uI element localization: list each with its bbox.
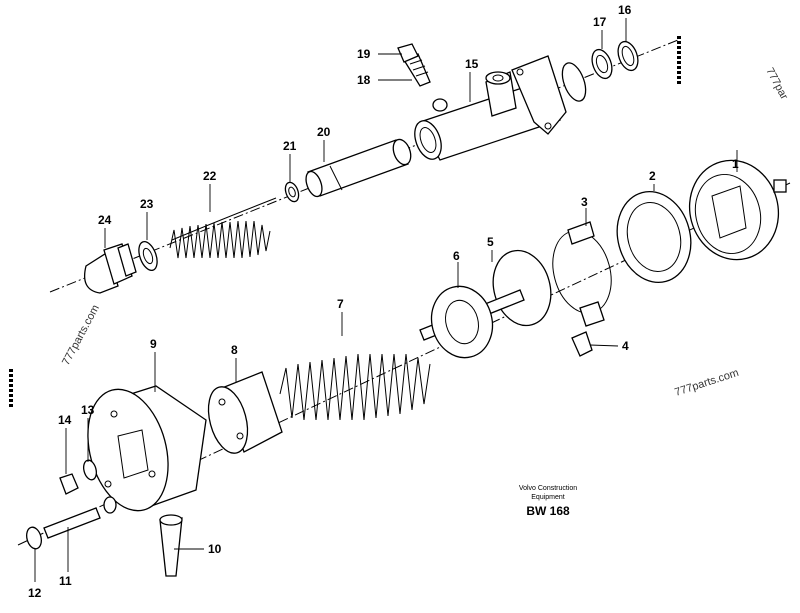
callout-6: 6 <box>453 249 460 263</box>
callout-14: 14 <box>58 413 72 427</box>
watermark-left: 777parts.com <box>60 303 102 367</box>
part-boot <box>159 514 183 577</box>
part-cone <box>207 371 283 454</box>
part-cover <box>616 190 692 284</box>
part-clip <box>571 331 593 357</box>
callout-13: 13 <box>81 403 95 417</box>
callout-18: 18 <box>357 73 371 87</box>
callout-23: 23 <box>140 197 154 211</box>
callout-2: 2 <box>649 169 656 183</box>
part-chamber <box>87 385 207 512</box>
callout-19: 19 <box>357 47 371 61</box>
callout-10: 10 <box>208 542 222 556</box>
callout-1: 1 <box>732 157 739 171</box>
callout-20: 20 <box>317 125 331 139</box>
part-pin <box>43 507 101 539</box>
part-spring-lower <box>279 353 431 421</box>
part-nut <box>59 473 79 495</box>
part-clamp <box>552 221 612 327</box>
callout-24: 24 <box>98 213 112 227</box>
callout-12: 12 <box>28 586 42 600</box>
callout-3: 3 <box>581 195 588 209</box>
part-housing <box>688 159 787 261</box>
callout-7: 7 <box>337 297 344 311</box>
part-clip-small <box>103 496 117 514</box>
callout-11: 11 <box>59 574 72 588</box>
part-cylinder-body <box>414 55 587 161</box>
part-ring <box>284 181 300 203</box>
callout-15: 15 <box>465 57 479 71</box>
part-washer-13 <box>83 459 97 481</box>
callout-5: 5 <box>487 235 494 249</box>
part-washer-upper <box>138 240 158 272</box>
callout-21: 21 <box>283 139 297 153</box>
callout-17: 17 <box>593 15 607 29</box>
callout-8: 8 <box>231 343 238 357</box>
part-bleeder-screw <box>397 43 431 87</box>
part-o-ring-17 <box>591 48 613 80</box>
caption-line-2: Equipment <box>531 494 565 501</box>
leader-lines <box>34 18 738 582</box>
callout-16: 16 <box>618 3 632 17</box>
part-washer-lower <box>26 526 42 550</box>
callout-4: 4 <box>622 339 629 353</box>
callout-22: 22 <box>203 169 217 183</box>
part-o-ring-16 <box>617 40 639 72</box>
part-cap-nut <box>83 243 137 294</box>
part-piston-plate <box>430 285 494 359</box>
watermark-right: 777parts.com <box>673 367 740 399</box>
part-spring-upper <box>169 197 277 259</box>
part-piston <box>305 138 412 198</box>
watermark-top-right: 777par <box>763 66 790 102</box>
callout-9: 9 <box>150 337 157 351</box>
caption-code: BW 168 <box>526 504 570 518</box>
caption-line-1: Volvo Construction <box>519 485 577 492</box>
